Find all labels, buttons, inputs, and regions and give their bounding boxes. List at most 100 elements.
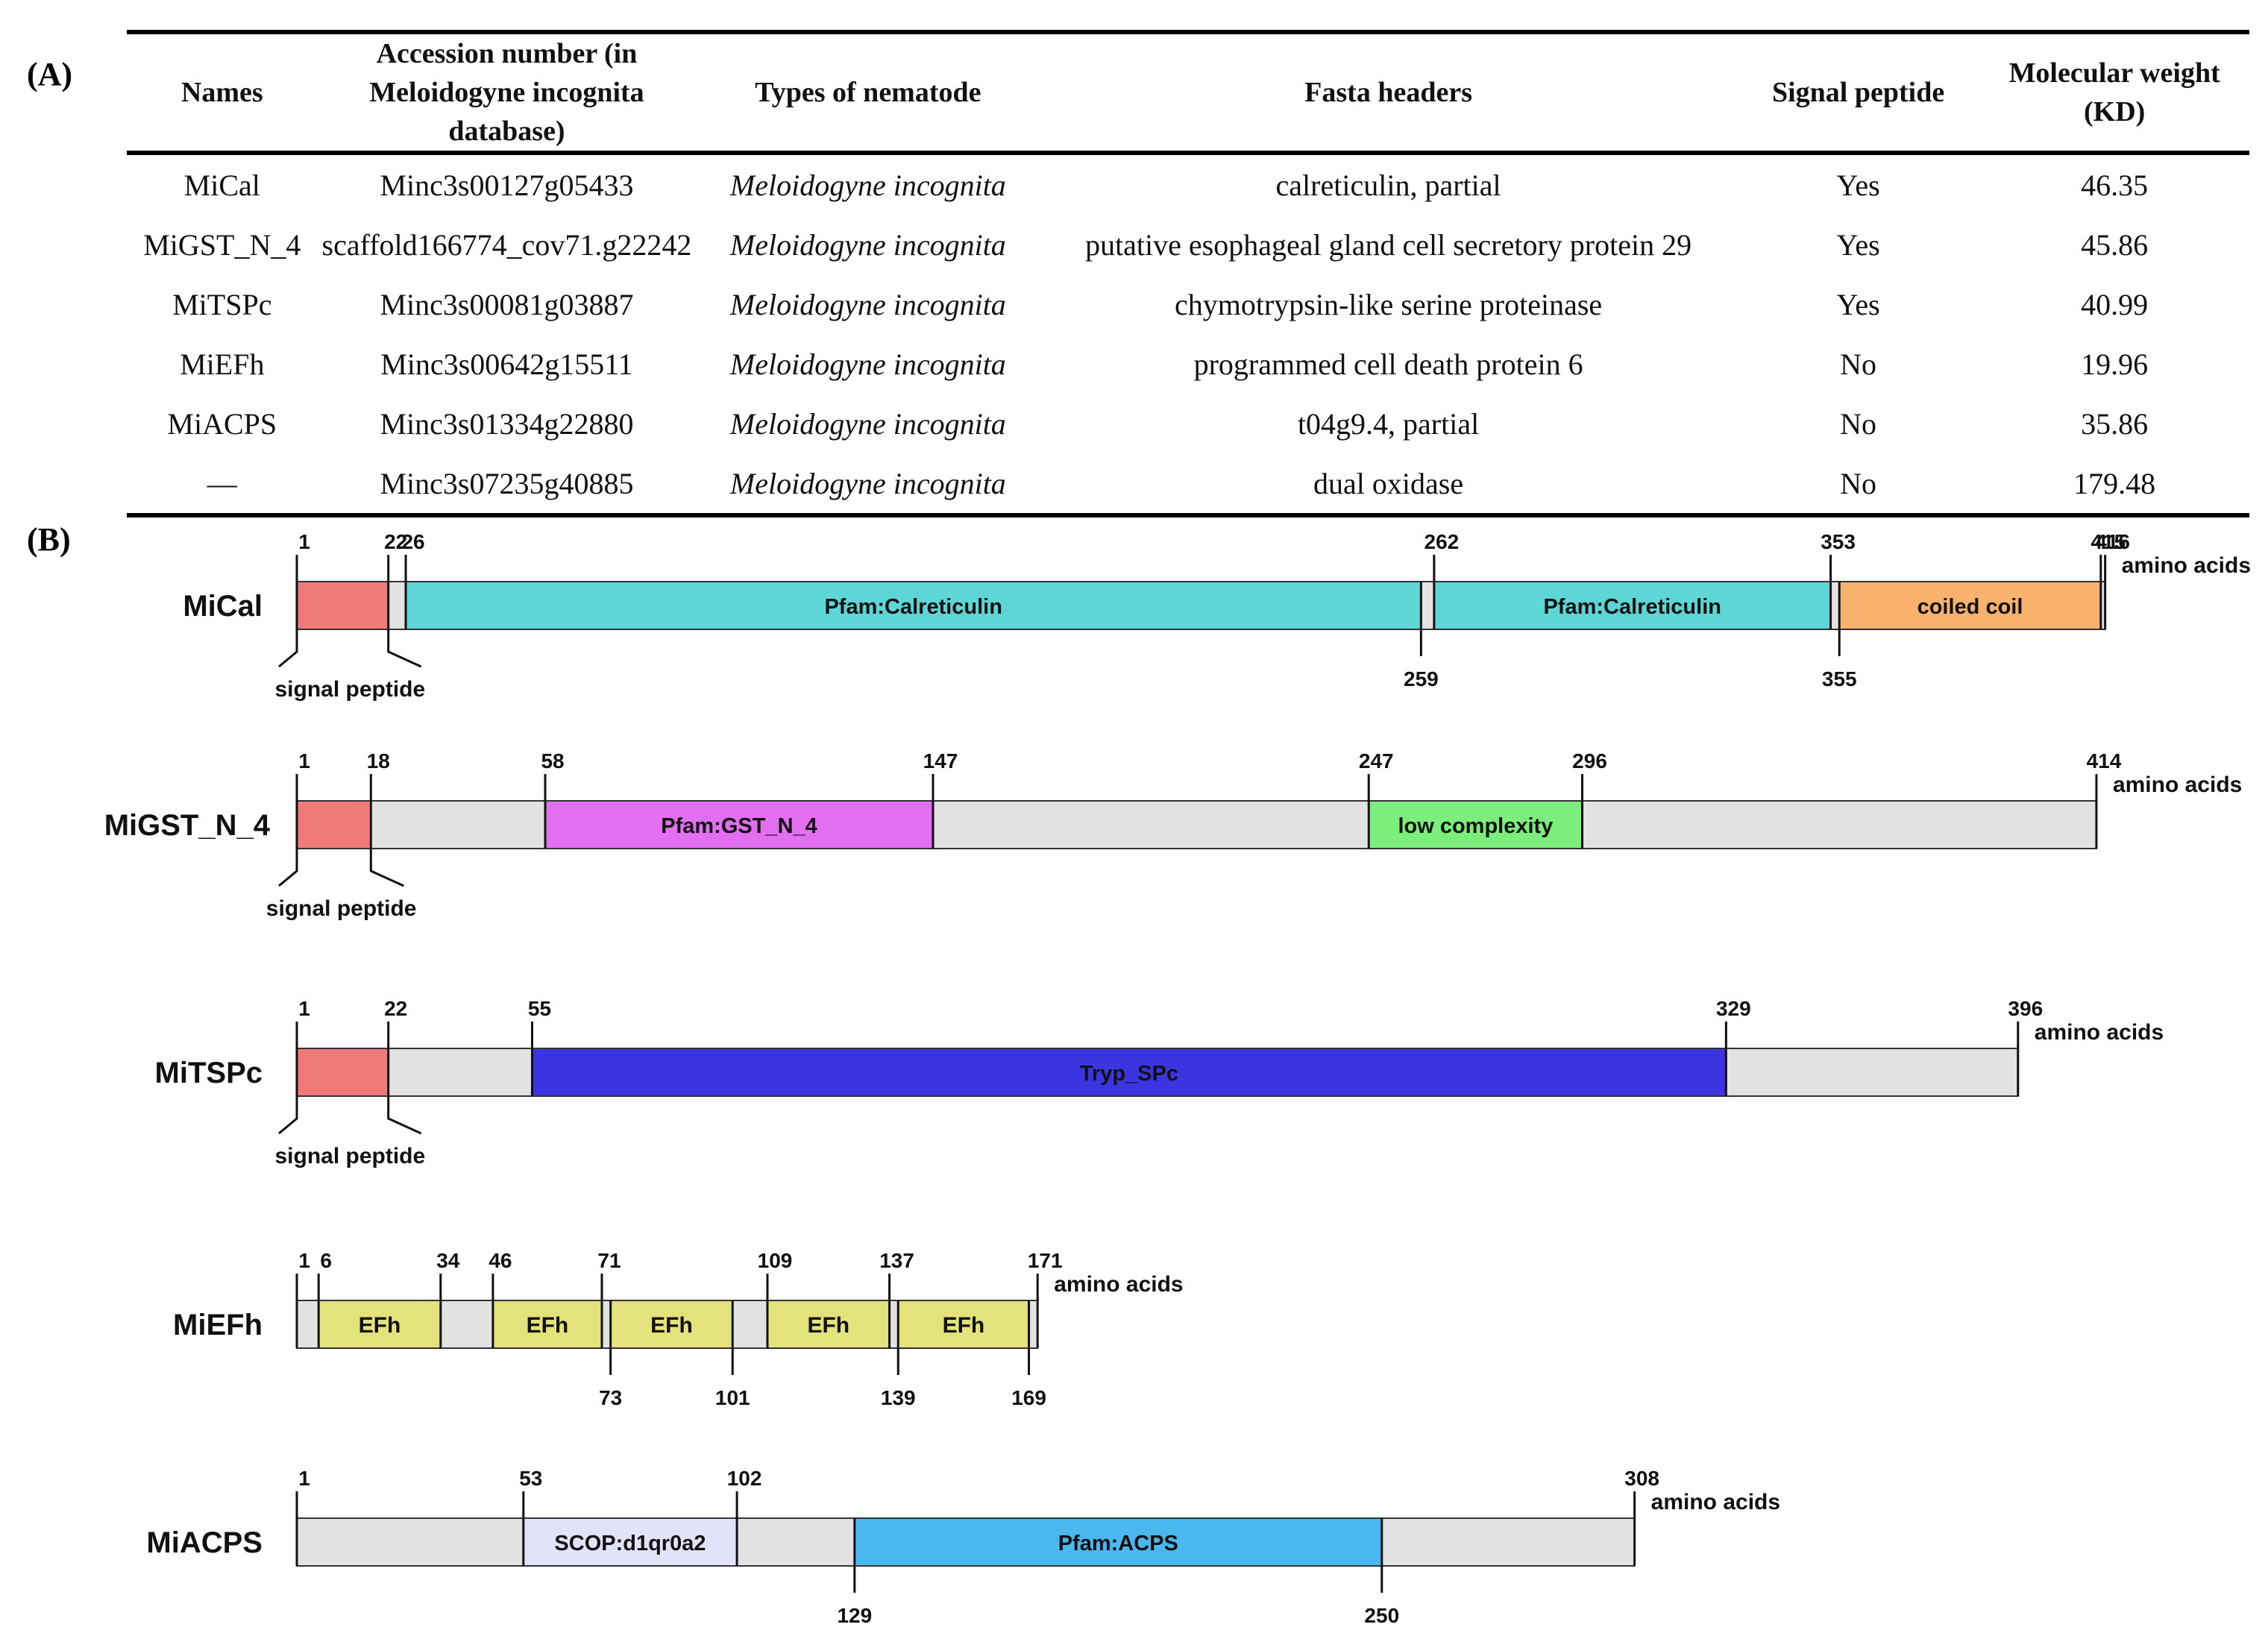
migst-n-4-unit-label: amino acids	[2113, 773, 2242, 797]
table-row: MiACPS Minc3s01334g22880 Meloidogyne inc…	[127, 394, 2249, 453]
table-row: MiGST_N_4 scaffold166774_cov71.g22242 Me…	[127, 215, 2249, 274]
header-signal: Signal peptide	[1771, 77, 1945, 108]
mical-tick-label: 259	[1404, 667, 1439, 690]
cell-name: MiCal	[183, 168, 260, 202]
table-row: MiEFh Minc3s00642g15511 Meloidogyne inco…	[127, 334, 2249, 394]
cell-fasta: calreticulin, partial	[1275, 168, 1501, 202]
mical-tick-label: 416	[2095, 530, 2130, 553]
miefh-domain-label: EFh	[527, 1313, 569, 1338]
migst-n-4-domain-label: Pfam:GST_N_4	[661, 814, 817, 838]
miacps-tick-label: 129	[837, 1604, 872, 1627]
effector-table: Names Accession number (in Meloidogyne i…	[127, 30, 2249, 517]
cell-accession: Minc3s01334g22880	[380, 406, 634, 441]
miacps-tick-label: 102	[727, 1467, 762, 1490]
miefh-tick-label: 73	[599, 1386, 622, 1409]
mical-domain-label: Pfam:Calreticulin	[1543, 595, 1721, 619]
panel-b-label: (B)	[27, 521, 71, 558]
miefh-tick-label: 101	[715, 1386, 750, 1409]
table-header-row: Names Accession number (in Meloidogyne i…	[127, 32, 2249, 153]
cell-name: MiEFh	[180, 347, 265, 381]
mitspc-tick-label: 396	[2008, 997, 2043, 1020]
cell-name: MiTSPc	[172, 287, 272, 321]
mical-signal-bracket-left	[278, 629, 298, 668]
miefh-tick-label: 171	[1028, 1249, 1063, 1272]
header-fasta: Fasta headers	[1304, 77, 1472, 108]
miefh-tick-label: 169	[1011, 1386, 1046, 1409]
cell-name: —	[207, 466, 237, 500]
cell-nematode: Meloidogyne incognita	[729, 227, 1006, 262]
cell-nematode: Meloidogyne incognita	[729, 168, 1006, 202]
mical-domain-calreticulin	[1433, 581, 1832, 630]
mitspc-domain-label: Tryp_SPc	[1080, 1062, 1178, 1086]
mical-domain-signal-peptide	[296, 581, 389, 630]
miacps-name: MiACPS	[146, 1526, 263, 1559]
miefh-name: MiEFh	[173, 1309, 263, 1341]
miefh-tick-label: 137	[879, 1249, 914, 1272]
miacps-domain-scop	[522, 1517, 738, 1567]
cell-signal: No	[1840, 406, 1877, 441]
mical-tick-label: 262	[1424, 530, 1460, 553]
cell-fasta: putative esophageal gland cell secretory…	[1085, 227, 1692, 262]
miefh-domain-label: EFh	[359, 1313, 401, 1338]
cell-fasta: chymotrypsin-like serine proteinase	[1175, 287, 1603, 321]
cell-signal: Yes	[1836, 227, 1880, 262]
miefh-domain-label: EFh	[807, 1313, 849, 1338]
mical-unit-label: amino acids	[2122, 553, 2251, 578]
header-names: Names	[180, 77, 263, 108]
cell-signal: Yes	[1836, 287, 1880, 321]
cell-weight: 45.86	[2081, 227, 2149, 262]
mical-tick-label: 415	[2090, 530, 2126, 553]
miefh-domain-efh	[491, 1300, 603, 1349]
miacps-tick-label: 250	[1364, 1604, 1399, 1627]
mical-name: MiCal	[183, 590, 263, 623]
mitspc-unit-label: amino acids	[2035, 1020, 2164, 1045]
mical-signal-label: signal peptide	[274, 677, 425, 702]
migst-n-4-signal-bracket-right	[369, 849, 404, 887]
miefh-tick-label: 34	[436, 1249, 460, 1272]
mical-domain-label: Pfam:Calreticulin	[824, 595, 1002, 619]
mical-tick-label: 353	[1821, 530, 1856, 553]
mitspc-tick-label: 22	[384, 997, 407, 1020]
header-nematode: Types of nematode	[755, 77, 981, 108]
cell-accession: Minc3s00642g15511	[380, 347, 633, 381]
cell-weight: 179.48	[2073, 466, 2156, 500]
migst-n-4-tick-label: 296	[1572, 749, 1607, 773]
panel-a-label: (A)	[27, 56, 73, 92]
cell-nematode: Meloidogyne incognita	[729, 406, 1006, 441]
migst-n-4-domain-gst	[544, 800, 934, 849]
mitspc-tick-label: 55	[528, 997, 551, 1020]
mitspc-tick-label: 1	[298, 997, 310, 1020]
cell-accession: Minc3s07235g40885	[380, 466, 634, 500]
table-row: — Minc3s07235g40885 Meloidogyne incognit…	[127, 453, 2249, 515]
migst-n-4-tick-label: 1	[298, 749, 310, 773]
migst-n-4-domain-signal-peptide	[296, 800, 372, 849]
table-row: MiTSPc Minc3s00081g03887 Meloidogyne inc…	[127, 274, 2249, 334]
migst-n-4-tick-label: 414	[2087, 749, 2122, 773]
mical-tick-label: 26	[401, 530, 424, 553]
miefh-tick-label: 46	[489, 1249, 512, 1272]
mitspc-signal-bracket-left	[278, 1096, 298, 1135]
miefh-domain-label: EFh	[650, 1313, 693, 1338]
cell-accession: Minc3s00081g03887	[380, 287, 634, 321]
mitspc-domain-tryp	[531, 1048, 1727, 1097]
migst-n-4-tick-label: 58	[541, 749, 564, 773]
migst-n-4-signal-label: signal peptide	[266, 896, 417, 921]
mitspc-name: MiTSPc	[155, 1057, 263, 1089]
miefh-unit-label: amino acids	[1054, 1272, 1183, 1297]
cell-weight: 40.99	[2081, 287, 2149, 321]
migst-n-4-tick-label: 147	[923, 749, 958, 773]
cell-name: MiGST_N_4	[143, 227, 301, 262]
mical-domain-coiled	[1838, 581, 2102, 630]
cell-weight: 35.86	[2081, 406, 2149, 441]
table-row: MiCal Minc3s00127g05433 Meloidogyne inco…	[127, 153, 2249, 215]
mical-signal-bracket-right	[387, 629, 422, 668]
migst-n-4-signal-bracket-left	[278, 849, 298, 887]
cell-accession: scaffold166774_cov71.g22242	[321, 227, 692, 262]
miefh-tick-label: 139	[881, 1386, 916, 1409]
cell-name: MiACPS	[167, 406, 277, 441]
cell-weight: 46.35	[2081, 168, 2149, 202]
effector-table-grid: Names Accession number (in Meloidogyne i…	[127, 30, 2249, 517]
miacps-unit-label: amino acids	[1651, 1490, 1780, 1514]
miacps-tick-label: 53	[519, 1467, 542, 1490]
